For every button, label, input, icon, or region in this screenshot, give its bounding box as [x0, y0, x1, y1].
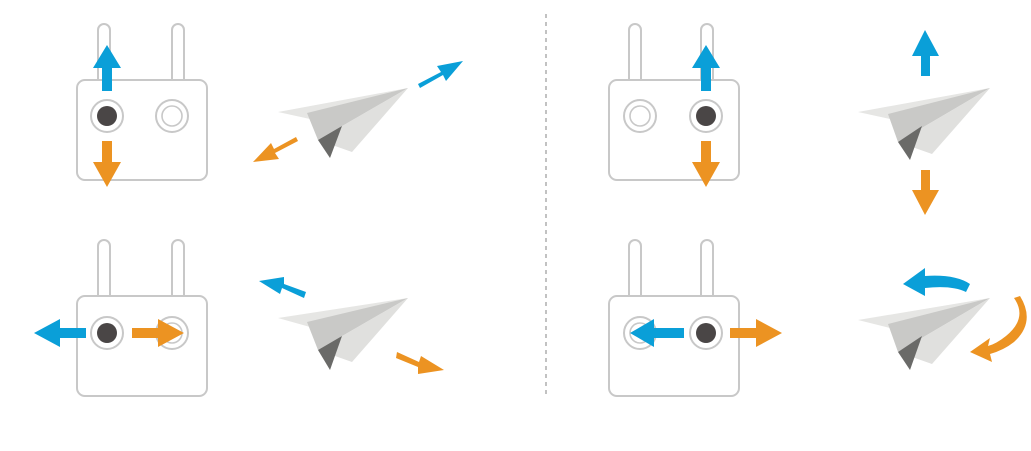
forward-arrow-icon [418, 61, 463, 88]
right-stick-active [696, 106, 716, 126]
rotate-left-arrow-icon [903, 268, 970, 296]
panel-right-stick-vertical [608, 23, 990, 215]
right-arrow-icon [396, 352, 444, 374]
panel-left-stick-horizontal [34, 239, 444, 397]
left-stick-active [97, 106, 117, 126]
controller-icon [608, 239, 740, 397]
stick-left-arrow-icon [34, 319, 86, 347]
paper-plane-icon [858, 298, 990, 370]
paper-plane-icon [278, 88, 408, 158]
panel-left-stick-vertical [76, 23, 463, 187]
stick-right-arrow-icon [730, 319, 782, 347]
controller-icon [608, 23, 740, 181]
paper-plane-icon [858, 88, 990, 160]
controller-icon [76, 239, 208, 397]
stick-down-arrow-icon [93, 141, 121, 187]
right-stick-active [696, 323, 716, 343]
backward-arrow-icon [253, 137, 298, 162]
descend-arrow-icon [912, 170, 939, 215]
left-stick-active [97, 323, 117, 343]
stick-up-arrow-icon [692, 45, 720, 91]
paper-plane-icon [278, 298, 408, 370]
stick-right-arrow-icon [132, 319, 184, 347]
panel-right-stick-horizontal [608, 239, 1027, 397]
stick-down-arrow-icon [692, 141, 720, 187]
left-arrow-icon [259, 277, 306, 298]
rotate-right-arrow-icon [970, 296, 1027, 362]
stick-left-arrow-icon [630, 319, 684, 347]
ascend-arrow-icon [912, 30, 939, 76]
stick-up-arrow-icon [93, 45, 121, 91]
controller-icon [76, 23, 208, 181]
